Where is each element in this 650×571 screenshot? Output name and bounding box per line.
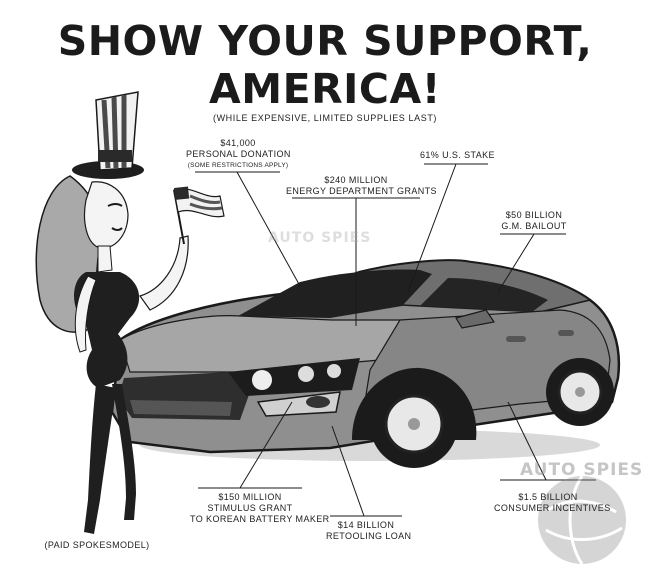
callout-consumer: $1.5 BILLION CONSUMER INCENTIVES	[494, 492, 611, 514]
spokesmodel-arm-left	[74, 275, 97, 353]
spokesmodel-illustration	[35, 91, 225, 534]
callout-gm-label: G.M. BAILOUT	[501, 221, 567, 231]
car-headlight-left	[252, 370, 272, 390]
callout-consumer-label: CONSUMER INCENTIVES	[494, 503, 611, 513]
leader-energy	[292, 197, 420, 326]
callout-spokesmodel-label: (PAID SPOKESMODEL)	[44, 540, 150, 550]
headline-line-2: AMERICA!	[209, 65, 441, 113]
leader-stake	[407, 163, 488, 293]
leader-donation	[195, 171, 301, 287]
car-rear-wheel	[546, 358, 614, 426]
flag-canton	[174, 186, 190, 200]
callout-energy: $240 MILLION ENERGY DEPARTMENT GRANTS	[286, 175, 437, 197]
spokesmodel-legs	[84, 384, 136, 534]
callout-stimulus-detail: TO KOREAN BATTERY MAKER	[190, 514, 330, 524]
callout-stimulus-label: STIMULUS GRANT	[207, 503, 293, 513]
spokesmodel-neck	[97, 245, 113, 273]
car-headlight-mid	[298, 366, 314, 382]
car-mirror	[455, 309, 496, 329]
spokesmodel-torso	[74, 272, 140, 388]
car-illustration	[110, 259, 621, 468]
car-lower-grille	[130, 400, 232, 416]
car-door-handle-front	[506, 336, 526, 342]
watermark-corner: AUTO SPIES	[520, 460, 644, 480]
leader-lines	[195, 163, 596, 517]
callout-retooling-amount: $14 BILLION	[337, 520, 395, 530]
spokesmodel-eye	[107, 203, 123, 207]
callout-consumer-amount: $1.5 BILLION	[518, 492, 578, 502]
headline-line-1: SHOW YOUR SUPPORT,	[57, 17, 593, 65]
car-headlight-right	[327, 364, 341, 378]
watermark-globe-icon	[538, 475, 626, 565]
callout-stake: 61% U.S. STAKE	[420, 150, 495, 161]
callout-spokesmodel: (PAID SPOKESMODEL)	[42, 540, 152, 551]
callout-donation-note: (SOME RESTRICTIONS APPLY)	[187, 162, 289, 169]
spokesmodel-arm	[139, 235, 189, 311]
callout-energy-amount: $240 MILLION	[324, 175, 388, 185]
headline-subtitle: (WHILE EXPENSIVE, LIMITED SUPPLIES LAST)	[212, 113, 438, 123]
callout-gm: $50 BILLION G.M. BAILOUT	[500, 210, 568, 232]
callout-stake-label: 61% U.S. STAKE	[420, 150, 495, 160]
watermark-center: AUTO SPIES	[268, 230, 372, 246]
callout-retooling-label: RETOOLING LOAN	[326, 531, 412, 541]
leader-gm	[497, 233, 566, 293]
car-front-wheel	[352, 367, 477, 468]
callout-donation-amount: $41,000	[220, 138, 256, 148]
callout-donation: $41,000 PERSONAL DONATION (SOME RESTRICT…	[186, 138, 290, 171]
callout-stimulus-amount: $150 MILLION	[218, 492, 282, 502]
callout-energy-label: ENERGY DEPARTMENT GRANTS	[286, 186, 437, 196]
callout-donation-label: PERSONAL DONATION	[186, 149, 291, 159]
leader-consumer	[500, 401, 596, 481]
leader-stimulus	[198, 401, 302, 489]
spokesmodel-lips	[111, 227, 123, 231]
leader-retooling	[330, 425, 402, 517]
spokesmodel-face	[83, 181, 129, 249]
car-side-window	[420, 278, 548, 312]
flag-stripes	[189, 194, 223, 211]
callout-retooling: $14 BILLION RETOOLING LOAN	[326, 520, 412, 542]
car-windshield	[238, 269, 432, 318]
callout-stimulus: $150 MILLION STIMULUS GRANT TO KOREAN BA…	[190, 492, 330, 525]
car-door-handle-rear	[558, 330, 574, 336]
hat-band	[98, 150, 132, 162]
callout-gm-amount: $50 BILLION	[505, 210, 563, 220]
car-fog-lens	[306, 396, 330, 408]
